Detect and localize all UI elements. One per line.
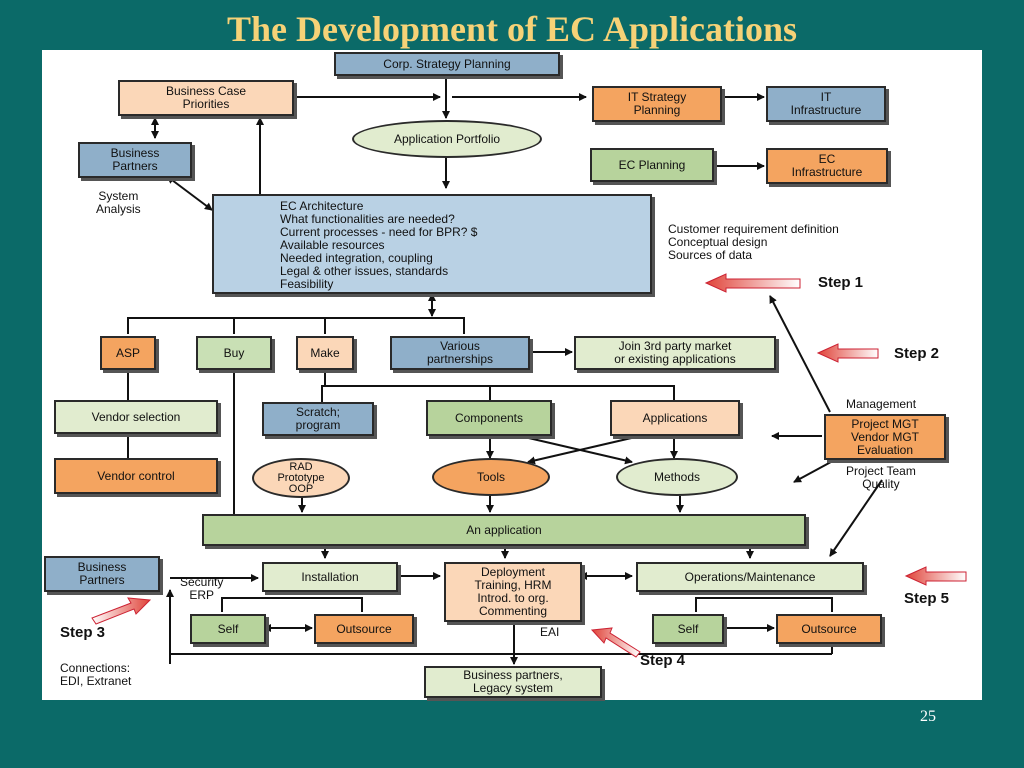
self-right-box: Self	[652, 614, 724, 644]
ec-architecture-box: EC Architecture What functionalities are…	[212, 194, 652, 294]
business-partners-bottom-box: Business Partners	[44, 556, 160, 592]
deployment-box: Deployment Training, HRM Introd. to org.…	[444, 562, 582, 622]
corp-strategy-planning-box: Corp. Strategy Planning	[334, 52, 560, 76]
ec-planning-box: EC Planning	[590, 148, 714, 182]
management-label: Management	[846, 397, 917, 411]
scratch-program-box: Scratch; program	[262, 402, 374, 436]
it-infrastructure-box: IT Infrastructure	[766, 86, 886, 122]
ec-infrastructure-box: EC Infrastructure	[766, 148, 888, 184]
applications-box: Applications	[610, 400, 740, 436]
methods-ellipse: Methods	[616, 458, 738, 496]
ec-architecture-line: Feasibility	[280, 277, 334, 291]
ec-architecture-line: Needed integration, coupling	[280, 251, 433, 265]
eai-label: EAI	[540, 625, 560, 639]
it-strategy-planning-box: IT Strategy Planning	[592, 86, 722, 122]
step-5-label: Step 5	[904, 590, 950, 607]
step-4-label: Step 4	[640, 652, 686, 669]
an-application-bar: An application	[202, 514, 806, 546]
project-team-label: Project Team Quality	[846, 464, 916, 491]
rad-prototype-ellipse: RAD Prototype OOP	[252, 458, 350, 498]
requirements-label: Customer requirement definition Conceptu…	[668, 222, 839, 262]
application-portfolio-ellipse: Application Portfolio	[352, 120, 542, 158]
ec-architecture-line: Legal & other issues, standards	[280, 264, 449, 278]
system-analysis-label: System Analysis	[96, 189, 141, 216]
installation-box: Installation	[262, 562, 398, 592]
business-partners-top-box: Business Partners	[78, 142, 192, 178]
step-2-label: Step 2	[894, 345, 940, 362]
operations-maintenance-box: Operations/Maintenance	[636, 562, 864, 592]
security-erp-label: Security ERP	[180, 575, 224, 602]
make-box: Make	[296, 336, 354, 370]
self-left-box: Self	[190, 614, 266, 644]
business-case-priorities-box: Business Case Priorities	[118, 80, 294, 116]
join-3rd-party-box: Join 3rd party market or existing applic…	[574, 336, 776, 370]
outsource-left-box: Outsource	[314, 614, 414, 644]
ec-architecture-line: Current processes - need for BPR? $	[280, 225, 478, 239]
buy-box: Buy	[196, 336, 272, 370]
ec-architecture-line: What functionalities are needed?	[280, 212, 455, 226]
outsource-right-box: Outsource	[776, 614, 882, 644]
ec-architecture-line: EC Architecture	[280, 199, 364, 213]
project-mgt-box: Project MGT Vendor MGT Evaluation	[824, 414, 946, 460]
vendor-control-box: Vendor control	[54, 458, 218, 494]
tools-ellipse: Tools	[432, 458, 550, 496]
step-3-label: Step 3	[60, 624, 106, 641]
asp-box: ASP	[100, 336, 156, 370]
page-number: 25	[920, 708, 936, 725]
connections-label: Connections: EDI, Extranet	[60, 661, 132, 688]
vendor-selection-box: Vendor selection	[54, 400, 218, 434]
business-partners-legacy-box: Business partners, Legacy system	[424, 666, 602, 698]
various-partnerships-box: Various partnerships	[390, 336, 530, 370]
step-arrows	[91, 273, 967, 658]
ec-architecture-line: Available resources	[280, 238, 385, 252]
step-1-label: Step 1	[818, 274, 864, 291]
components-box: Components	[426, 400, 552, 436]
ec-architecture-lines: EC Architecture What functionalities are…	[280, 200, 477, 291]
slide-title: The Development of EC Applications	[226, 9, 798, 49]
